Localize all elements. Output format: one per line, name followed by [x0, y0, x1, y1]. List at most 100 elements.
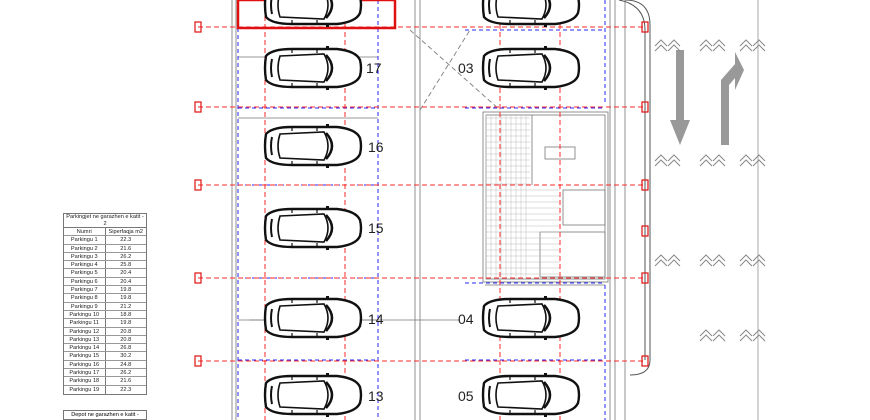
spot-number-03: 03	[458, 60, 474, 76]
parking-name: Parkingu 8	[70, 295, 98, 302]
parking-name: Parkingu 4	[70, 262, 98, 269]
car-icon	[263, 0, 363, 29]
hatch-chevron	[739, 329, 753, 342]
spot-number-14: 14	[368, 311, 384, 327]
table-row: Parkingu 19 22.3	[64, 385, 147, 394]
parking-name: Parkingu 15	[69, 353, 100, 360]
hatch-chevron	[739, 39, 753, 52]
car-icon	[481, 371, 581, 419]
selected-spot-highlight	[236, 0, 397, 30]
axis-marker	[194, 272, 202, 284]
parking-name: Parkingu 10	[69, 311, 100, 318]
parking-area: 19.8	[104, 286, 147, 294]
parking-name: Parkingu 13	[69, 336, 100, 343]
parking-name: Parkingu 12	[69, 328, 100, 335]
parking-name: Parkingu 19	[69, 386, 100, 393]
parking-area: 22.3	[104, 385, 147, 394]
table-header-row: Numri Siperfaqja m2	[64, 228, 147, 237]
spot-number-16: 16	[368, 139, 384, 155]
parking-name: Parkingu 18	[69, 378, 100, 385]
table-row: Parkingu 10 18.8	[64, 310, 147, 320]
hatch-chevron	[699, 329, 713, 342]
spot-number-17: 17	[366, 60, 382, 76]
hatch-chevron	[654, 254, 668, 267]
hatch-chevron	[699, 254, 713, 267]
hatch-chevron	[699, 39, 713, 52]
axis-marker	[194, 179, 202, 191]
table-row: Parkingu 18 21.6	[64, 377, 147, 386]
car-icon	[263, 371, 363, 419]
beam-lines	[237, 0, 606, 420]
parking-name: Parkingu 2	[70, 245, 98, 252]
col-header-area: Siperfaqja m2	[104, 228, 147, 236]
parking-area: 19.8	[104, 319, 147, 327]
parking-name: Parkingu 5	[70, 270, 98, 277]
axis-marker	[641, 355, 649, 367]
axis-marker	[641, 179, 649, 191]
hatch-chevron	[667, 154, 681, 167]
axis-marker	[194, 21, 202, 33]
cars	[263, 0, 581, 419]
hatch-chevron	[712, 39, 726, 52]
parking-area: 20.4	[104, 277, 147, 286]
axis-marker	[641, 21, 649, 33]
car-icon	[263, 44, 363, 92]
axis-marker	[641, 272, 649, 284]
parking-area-table: Parkingjet ne garazhen e katit - 2 Numri…	[63, 213, 147, 395]
spot-number-04: 04	[458, 311, 474, 327]
car-icon	[263, 204, 363, 252]
parking-area: 21.2	[104, 302, 147, 310]
spot-number-05: 05	[458, 388, 474, 404]
parking-area: 21.6	[104, 377, 147, 385]
hatch-chevron	[699, 154, 713, 167]
hatch-chevron	[752, 154, 766, 167]
parking-area: 30.2	[104, 352, 147, 360]
parking-name: Parkingu 11	[69, 320, 99, 327]
parking-area: 24.8	[104, 360, 147, 369]
car-icon	[481, 0, 581, 29]
hatch-chevron	[712, 154, 726, 167]
parking-name: Parkingu 7	[70, 287, 98, 294]
parking-name: Parkingu 16	[69, 361, 100, 368]
axis-marker	[641, 225, 649, 237]
car-icon	[263, 294, 363, 342]
table-row: Parkingu 4 25.8	[64, 261, 147, 270]
hatch-chevron	[712, 254, 726, 267]
hatch-chevron	[739, 154, 753, 167]
arrow-down-icon	[670, 50, 690, 145]
table-row: Parkingu 7 19.8	[64, 286, 147, 295]
parking-area: 26.8	[104, 344, 147, 352]
axis-marker	[194, 355, 202, 367]
hatch-chevron	[667, 254, 681, 267]
car-icon	[481, 44, 581, 92]
hatching	[654, 39, 766, 342]
stair-grid	[485, 115, 560, 279]
parking-area: 19.8	[104, 294, 147, 302]
table-title: Parkingjet ne garazhen e katit - 2	[64, 214, 146, 228]
axis-marker	[641, 101, 649, 113]
lane-arrows	[670, 50, 744, 145]
table-row: Parkingu 9 21.2	[64, 302, 147, 311]
hatch-chevron	[752, 254, 766, 267]
hatch-chevron	[752, 329, 766, 342]
hatch-chevron	[654, 154, 668, 167]
parking-name: Parkingu 9	[70, 303, 98, 310]
hatch-chevron	[752, 39, 766, 52]
parking-name: Parkingu 1	[70, 237, 98, 244]
parking-area: 25.8	[104, 261, 147, 269]
table-row: Parkingu 16 24.8	[64, 360, 147, 370]
table-row: Parkingu 11 19.8	[64, 319, 147, 328]
parking-area: 18.8	[104, 310, 147, 319]
hatch-chevron	[712, 329, 726, 342]
axis-marker	[194, 101, 202, 113]
car-icon	[263, 122, 363, 170]
axis-markers	[194, 21, 649, 367]
